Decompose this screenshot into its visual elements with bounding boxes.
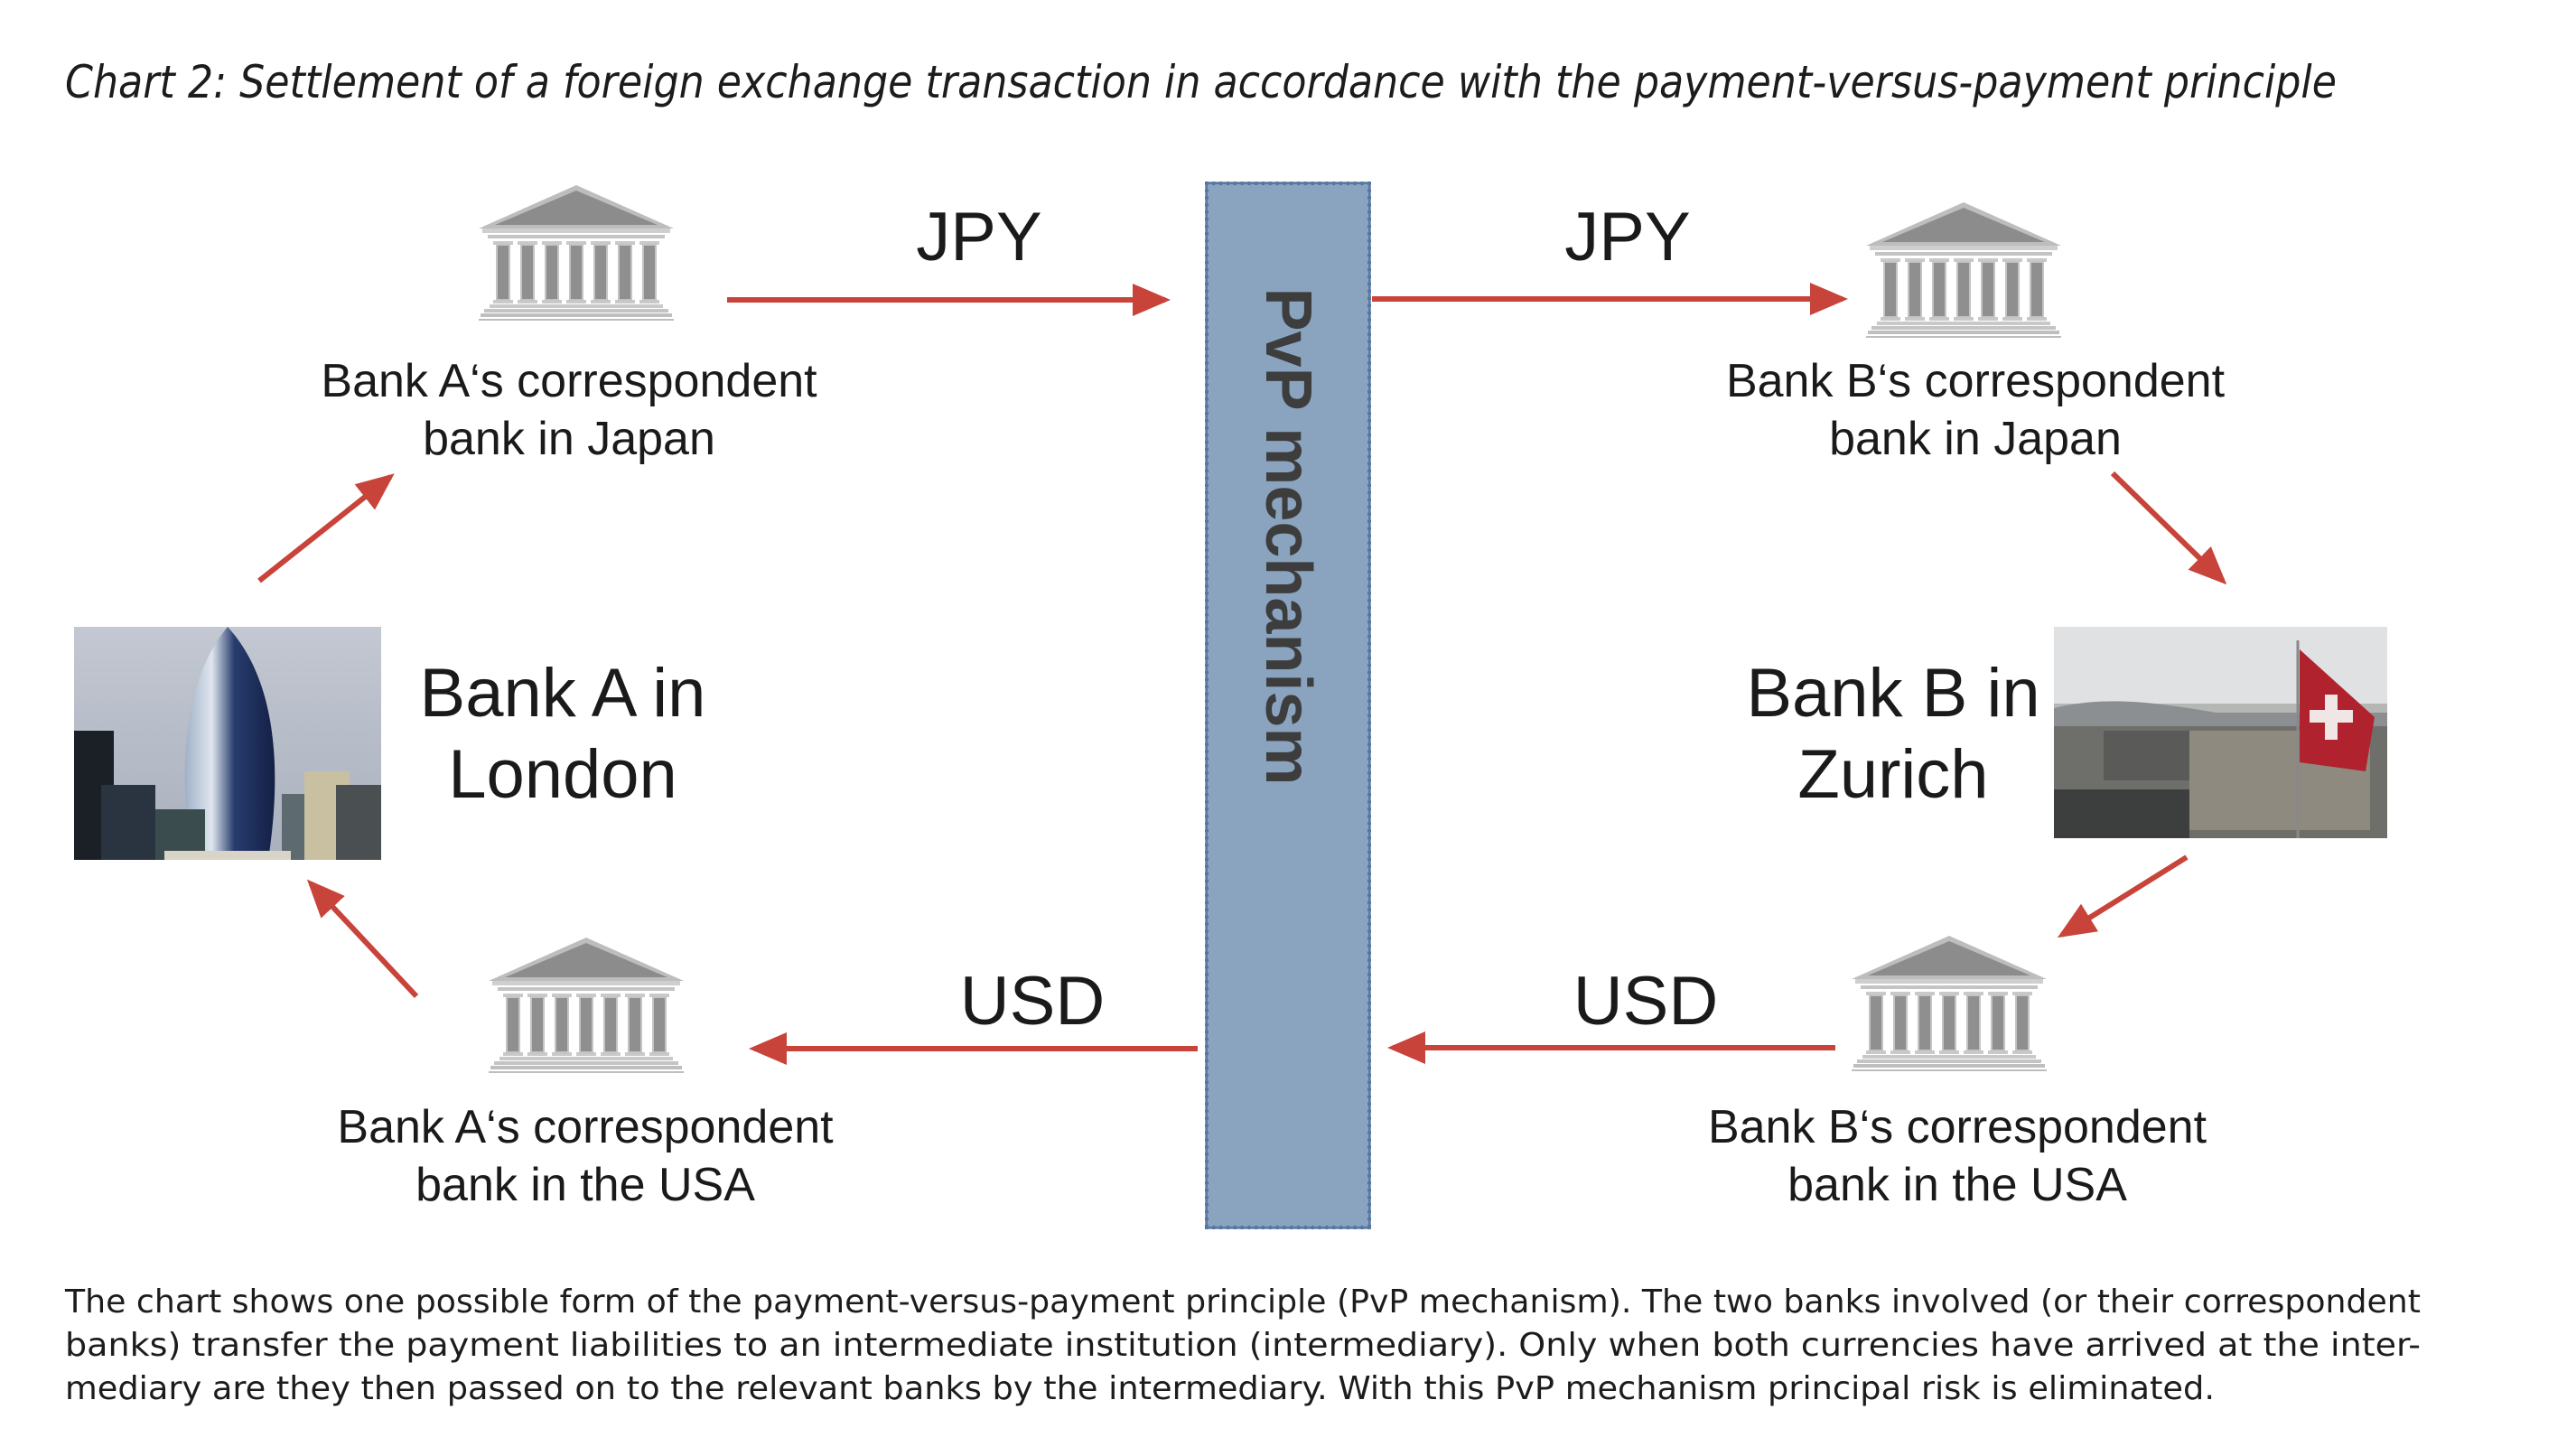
bank-b-japan-line1: Bank B‘s correspondent — [1725, 355, 2226, 407]
zurich-flag-photo — [2054, 627, 2387, 838]
bank-b-usa-label: Bank B‘s correspondent bank in the USA — [1708, 1098, 2207, 1214]
bank-a-label: Bank A in London — [420, 653, 706, 816]
bank-b-japan-line2: bank in Japan — [1829, 413, 2122, 465]
bank-a-line2: London — [448, 736, 677, 813]
bank-a-usa-line2: bank in the USA — [415, 1159, 755, 1211]
bank-b-line2: Zurich — [1797, 736, 1989, 813]
caption-line-3: mediary are they then passed on to the r… — [65, 1370, 2216, 1407]
currency-label-jpy-left: JPY — [916, 199, 1042, 275]
bank-icon-b-usa — [1851, 935, 2048, 1072]
currency-label-jpy-right: JPY — [1564, 199, 1691, 275]
pvp-mechanism-box: PvP mechanism — [1205, 182, 1371, 1229]
bank-b-line1: Bank B in — [1746, 655, 2040, 732]
arrow-b-japan-to-zurich — [2110, 471, 2227, 585]
bank-a-japan-line2: bank in Japan — [423, 413, 715, 465]
bank-b-japan-label: Bank B‘s correspondent bank in Japan — [1726, 352, 2225, 468]
chart-caption: The chart shows one possible form of the… — [65, 1281, 2421, 1411]
london-skyline-photo — [74, 627, 381, 860]
bank-icon-a-japan — [478, 184, 675, 322]
arrow-london-to-a-japan — [257, 473, 395, 583]
currency-label-usd-right: USD — [1573, 963, 1719, 1040]
bank-icon-a-usa — [488, 937, 685, 1074]
bank-icon-b-japan — [1865, 201, 2062, 339]
bank-a-line1: Bank A in — [419, 655, 706, 732]
bank-a-japan-label: Bank A‘s correspondent bank in Japan — [321, 352, 817, 468]
arrow-zurich-to-b-usa — [2057, 854, 2189, 938]
chart-title: Chart 2: Settlement of a foreign exchang… — [65, 56, 2337, 108]
currency-label-usd-left: USD — [959, 963, 1106, 1040]
arrow-a-usa-to-london — [306, 879, 419, 999]
bank-a-japan-line1: Bank A‘s correspondent — [321, 355, 817, 407]
bank-b-usa-line2: bank in the USA — [1787, 1159, 2127, 1211]
bank-a-usa-label: Bank A‘s correspondent bank in the USA — [337, 1098, 833, 1214]
caption-line-1: The chart shows one possible form of the… — [65, 1283, 2421, 1321]
bank-b-label: Bank B in Zurich — [1746, 653, 2039, 816]
bank-b-usa-line1: Bank B‘s correspondent — [1707, 1101, 2207, 1153]
caption-line-2: banks) transfer the payment liabilities … — [65, 1327, 2421, 1364]
bank-a-usa-line1: Bank A‘s correspondent — [337, 1101, 834, 1153]
